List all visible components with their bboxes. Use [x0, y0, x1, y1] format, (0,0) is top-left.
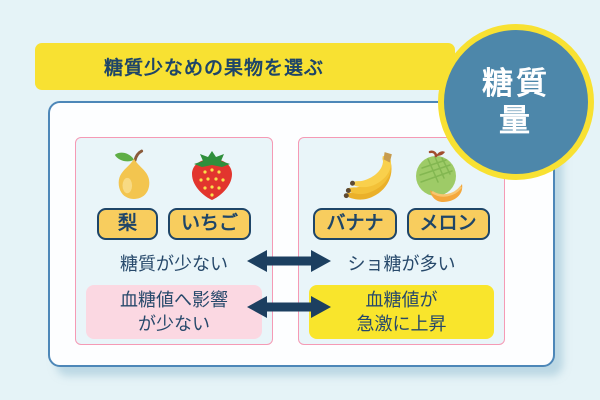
pear-icon	[114, 149, 150, 199]
page-title: 糖質少なめの果物を選ぶ	[103, 58, 324, 79]
sugar-amount-badge: 糖質 量	[438, 24, 594, 180]
badge-text-line2: 量	[499, 103, 533, 138]
compare-arrow-bottom	[247, 296, 331, 318]
strawberry-label: いちご	[168, 208, 252, 240]
fruit-labels-row: 梨 いちご	[96, 208, 252, 240]
blood-sugar-note-high: 血糖値が 急激に上昇	[309, 285, 494, 339]
banana-icon	[343, 152, 392, 200]
badge-text-line1: 糖質	[482, 66, 550, 101]
fruit-icons-row	[338, 146, 466, 202]
fruit-labels-row: バナナ メロン	[313, 208, 490, 240]
high-sugar-statement: ショ糖が多い	[347, 254, 456, 274]
high-sugar-panel: バナナ メロン ショ糖が多い 血糖値が 急激に上昇	[298, 137, 505, 345]
low-sugar-statement: 糖質が少ない	[120, 254, 228, 274]
title-banner: 糖質少なめの果物を選ぶ	[35, 43, 455, 90]
pear-label: 梨	[96, 208, 158, 240]
low-sugar-panel: 梨 いちご 糖質が少ない 血糖値へ影響 が少ない	[75, 137, 273, 345]
melon-label: メロン	[406, 208, 490, 240]
banana-label: バナナ	[313, 208, 397, 240]
fruit-icons-row	[111, 146, 237, 202]
note-line: が少ない	[138, 314, 210, 334]
note-line: 血糖値へ影響	[120, 290, 228, 310]
note-line: 急激に上昇	[356, 314, 447, 334]
compare-arrow-top	[247, 250, 331, 272]
melon-icon	[415, 150, 462, 202]
strawberry-icon	[192, 151, 232, 200]
blood-sugar-note-low: 血糖値へ影響 が少ない	[86, 285, 262, 339]
note-line: 血糖値が	[365, 290, 438, 310]
